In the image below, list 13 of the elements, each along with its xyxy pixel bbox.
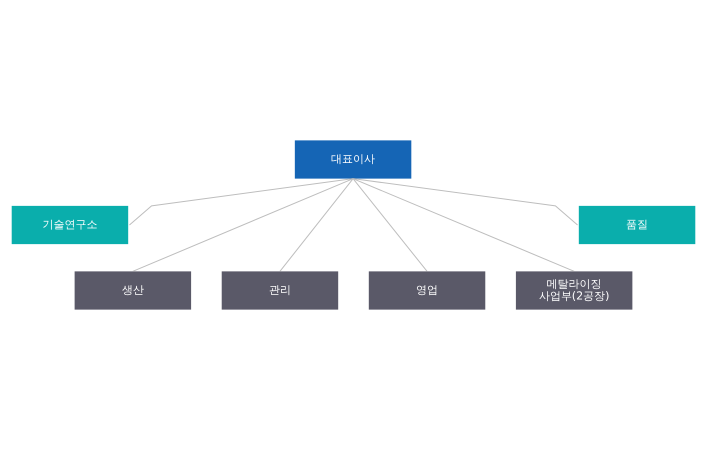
node-box: 관리 <box>222 271 338 310</box>
node-box: 영업 <box>368 271 486 310</box>
node-box: 생산 <box>74 271 192 310</box>
connector <box>132 178 354 272</box>
connector <box>353 178 578 226</box>
connector <box>129 178 354 226</box>
node-box: 대표이사 <box>294 140 412 179</box>
connector <box>352 178 428 272</box>
connector <box>352 178 574 272</box>
node-box: 메탈라이징 사업부(2공장) <box>516 271 632 310</box>
connector <box>280 178 354 272</box>
node-box: 품질 <box>578 206 696 244</box>
node-box: 기술연구소 <box>12 206 128 244</box>
